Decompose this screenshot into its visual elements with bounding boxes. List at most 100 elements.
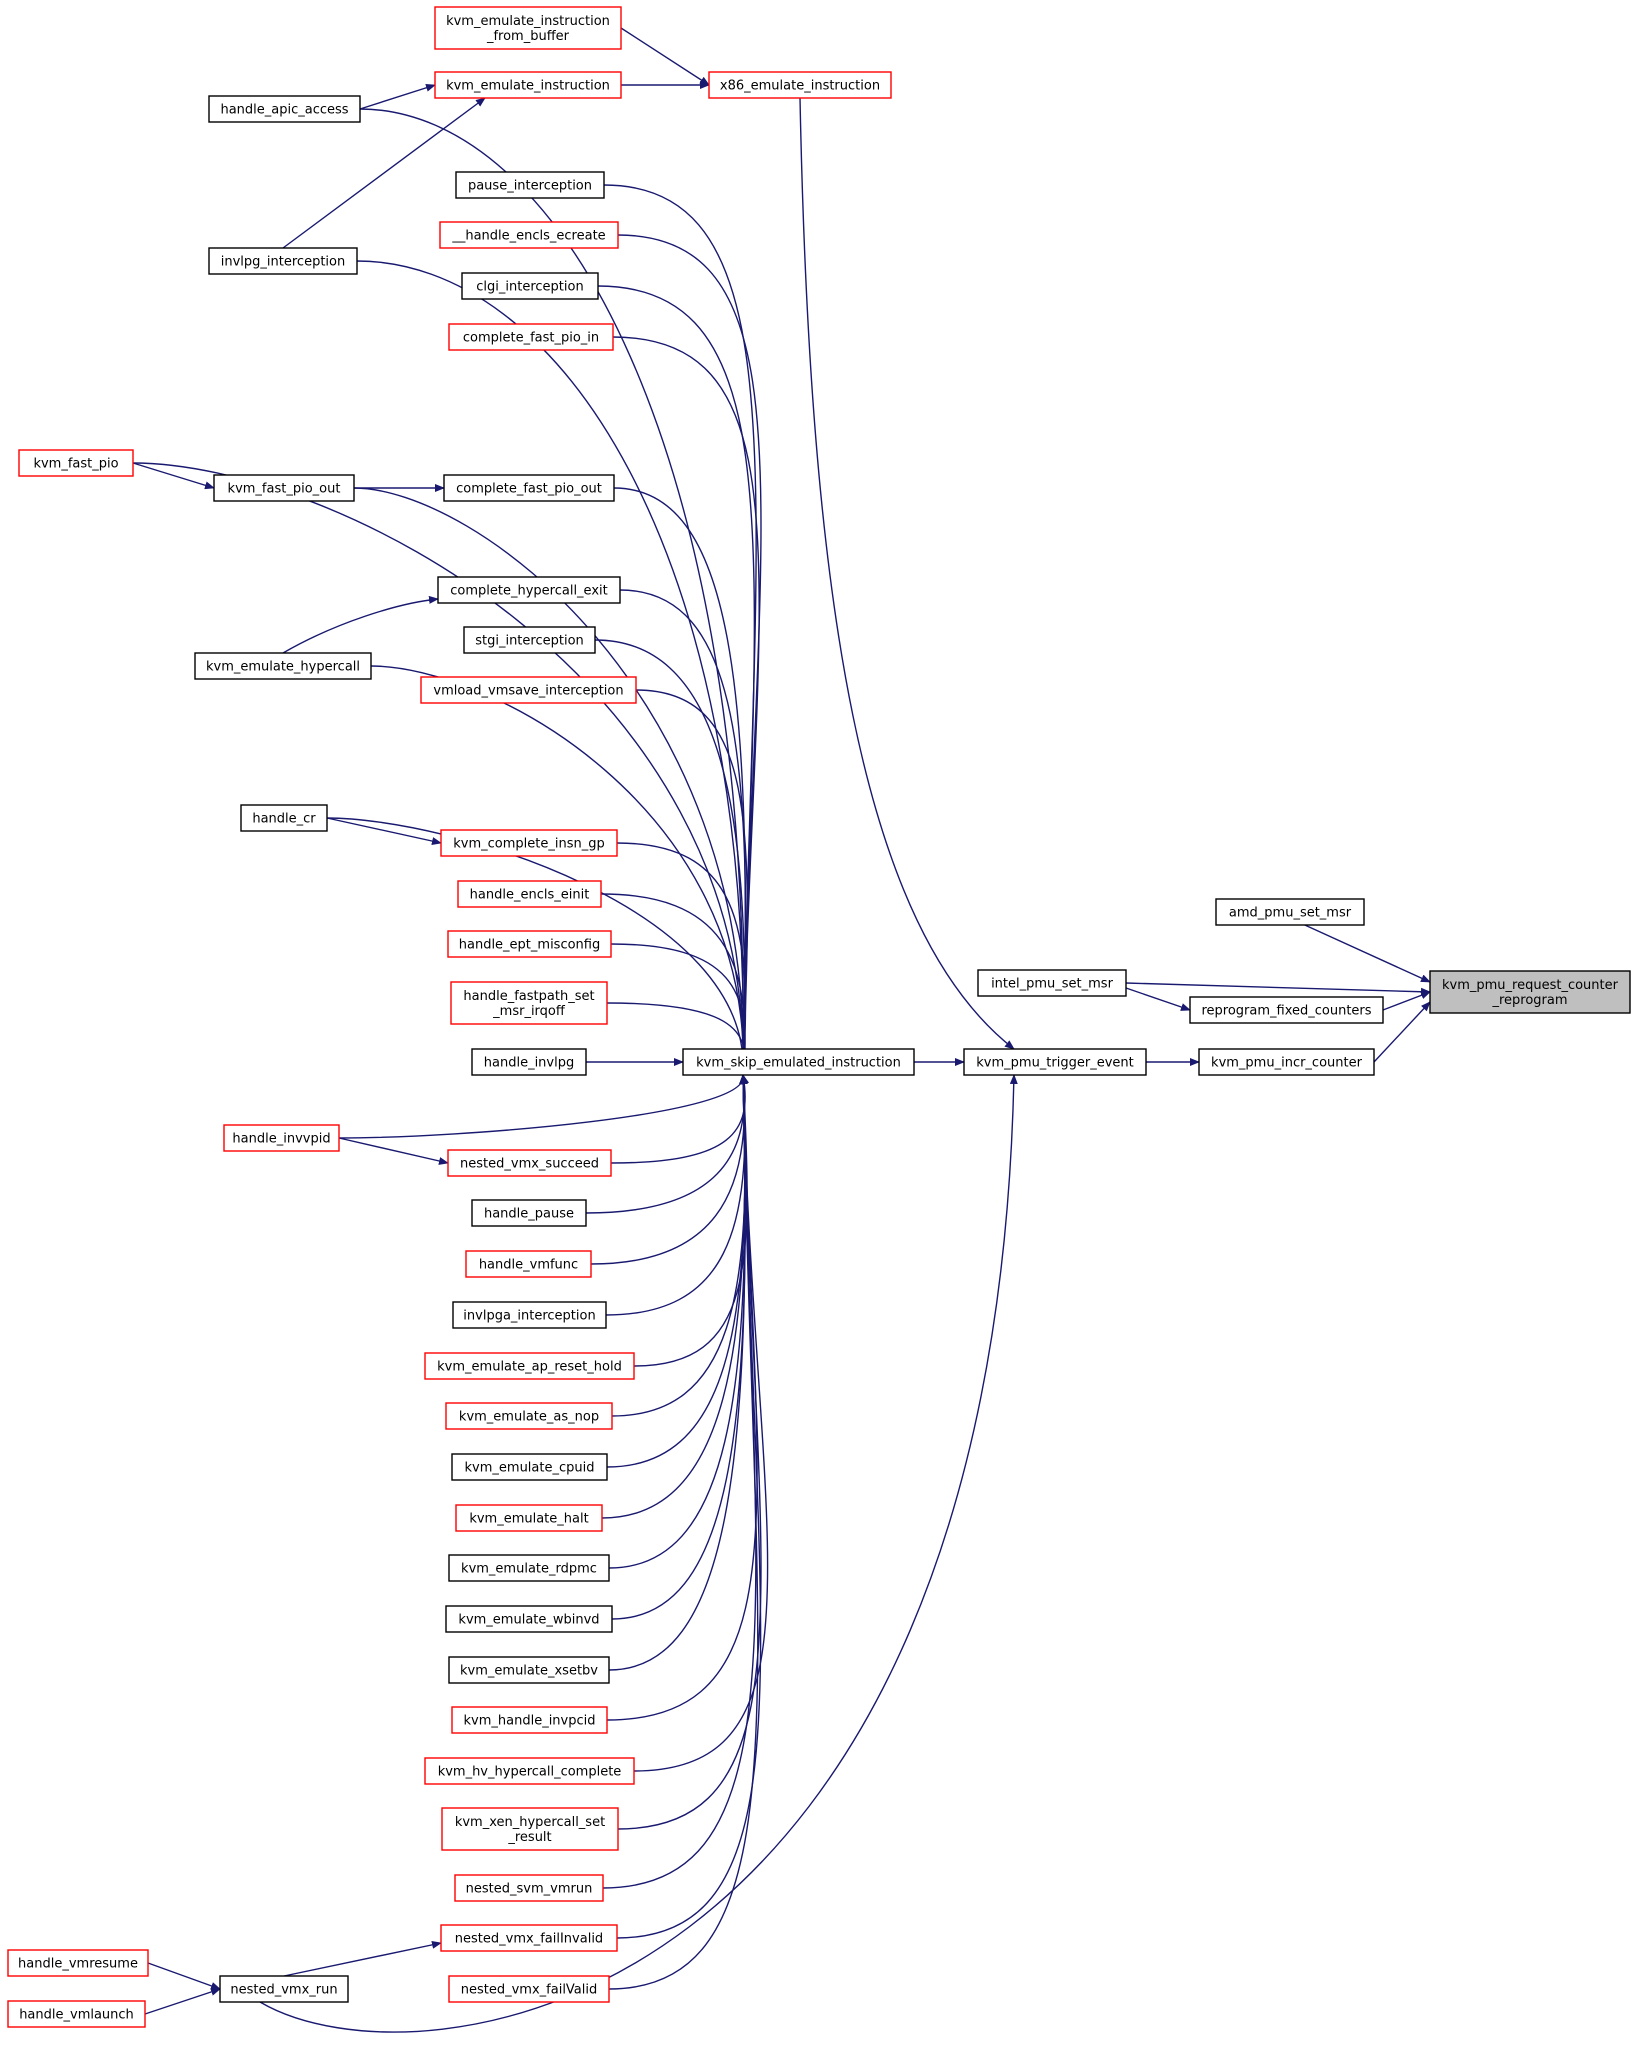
node-box xyxy=(424,1757,635,1785)
node-label: handle_cr xyxy=(252,812,316,827)
node-kvm-complete-insn-gp[interactable]: kvm_complete_insn_gp xyxy=(440,829,618,857)
edge-vmload-vmsave-interception-to-kvm-skip-emulated-instruction xyxy=(635,689,749,1076)
node-handle-encls-ecreate[interactable]: __handle_encls_ecreate xyxy=(439,221,619,249)
node-complete-fast-pio-in[interactable]: complete_fast_pio_in xyxy=(448,323,614,351)
node-invlpg-interception[interactable]: invlpg_interception xyxy=(208,247,358,275)
node-target[interactable]: kvm_pmu_request_counter_reprogram xyxy=(1429,970,1631,1014)
node-handle-invlpg[interactable]: handle_invlpg xyxy=(471,1048,587,1076)
node-handle-vmfunc[interactable]: handle_vmfunc xyxy=(465,1250,592,1278)
edge-complete-hypercall-exit-to-kvm-skip-emulated-instruction xyxy=(619,589,748,1076)
node-label: _result xyxy=(507,1830,551,1845)
node-label: kvm_pmu_trigger_event xyxy=(976,1056,1133,1071)
node-amd-pmu-set-msr[interactable]: amd_pmu_set_msr xyxy=(1215,898,1365,926)
node-nested-vmx-run[interactable]: nested_vmx_run xyxy=(219,1975,349,2003)
node-handle-apic-access[interactable]: handle_apic_access xyxy=(208,95,361,123)
node-box xyxy=(445,1605,613,1633)
edge-nested-vmx-run-to-nested-vmx-failInvalid xyxy=(283,1940,442,1977)
node-handle-vmlaunch[interactable]: handle_vmlaunch xyxy=(7,2000,146,2028)
node-invlpga-interception[interactable]: invlpga_interception xyxy=(452,1301,607,1329)
node-kvm-emulate-wbinvd[interactable]: kvm_emulate_wbinvd xyxy=(445,1605,613,1633)
edge-kvm-emulate-hypercall-to-kvm-skip-emulated-instruction xyxy=(370,665,748,1076)
edge-handle-apic-access-to-kvm-skip-emulated-instruction xyxy=(359,108,748,1076)
node-kvm-emulate-xsetbv[interactable]: kvm_emulate_xsetbv xyxy=(448,1656,610,1684)
node-label: x86_emulate_instruction xyxy=(720,79,880,94)
node-kvm-pmu-incr-counter[interactable]: kvm_pmu_incr_counter xyxy=(1198,1048,1375,1076)
node-handle-vmresume[interactable]: handle_vmresume xyxy=(7,1949,149,1977)
node-kvm-emulate-halt[interactable]: kvm_emulate_halt xyxy=(455,1504,603,1532)
node-box xyxy=(424,1352,635,1380)
node-label: _msr_irqoff xyxy=(492,1004,566,1019)
node-box xyxy=(445,1402,613,1430)
edge-handle-vmlaunch-to-nested-vmx-run xyxy=(144,1988,221,2015)
node-complete-hypercall-exit[interactable]: complete_hypercall_exit xyxy=(437,576,621,604)
node-box xyxy=(450,981,608,1025)
edge-handle-invvpid-to-kvm-skip-emulated-instruction xyxy=(338,1074,749,1139)
node-clgi-interception[interactable]: clgi_interception xyxy=(461,272,599,300)
node-label: nested_vmx_run xyxy=(230,1983,337,1998)
node-kvm-xen-hypercall-set-result[interactable]: kvm_xen_hypercall_set_result xyxy=(441,1807,619,1851)
node-kvm-fast-pio[interactable]: kvm_fast_pio xyxy=(18,449,134,477)
node-nested-vmx-failValid[interactable]: nested_vmx_failValid xyxy=(448,1975,610,2003)
node-kvm-fast-pio-out[interactable]: kvm_fast_pio_out xyxy=(213,474,355,502)
node-handle-pause[interactable]: handle_pause xyxy=(471,1199,587,1227)
edge-x86-emulate-instruction-to-kvm-pmu-trigger-event xyxy=(799,97,1015,1050)
node-label: kvm_fast_pio_out xyxy=(228,482,341,497)
node-nested-vmx-succeed[interactable]: nested_vmx_succeed xyxy=(447,1149,612,1177)
node-label: handle_fastpath_set xyxy=(463,989,594,1004)
node-handle-encls-einit[interactable]: handle_encls_einit xyxy=(457,880,602,908)
node-handle-cr[interactable]: handle_cr xyxy=(240,804,328,832)
node-handle-ept-misconfig[interactable]: handle_ept_misconfig xyxy=(447,930,612,958)
node-box xyxy=(18,449,134,477)
node-box xyxy=(682,1048,915,1076)
node-label: handle_encls_einit xyxy=(470,888,590,903)
node-vmload-vmsave-interception[interactable]: vmload_vmsave_interception xyxy=(420,676,637,704)
node-kvm-emulate-ap-reset-hold[interactable]: kvm_emulate_ap_reset_hold xyxy=(424,1352,635,1380)
node-label: kvm_xen_hypercall_set xyxy=(455,1815,605,1830)
node-box xyxy=(443,474,615,502)
node-box xyxy=(208,247,358,275)
node-kvm-skip-emulated-instruction[interactable]: kvm_skip_emulated_instruction xyxy=(682,1048,915,1076)
node-box xyxy=(448,1975,610,2003)
node-label: complete_hypercall_exit xyxy=(450,584,607,599)
node-intel-pmu-set-msr[interactable]: intel_pmu_set_msr xyxy=(977,969,1127,997)
node-kvm-pmu-trigger-event[interactable]: kvm_pmu_trigger_event xyxy=(963,1048,1147,1076)
node-kvm-emulate-instruction[interactable]: kvm_emulate_instruction xyxy=(434,71,622,99)
node-pause-interception[interactable]: pause_interception xyxy=(455,171,605,199)
edge-handle-vmresume-to-nested-vmx-run xyxy=(147,1962,221,1990)
edge-nested-vmx-succeed-to-kvm-skip-emulated-instruction xyxy=(610,1074,749,1164)
node-kvm-emulate-as-nop[interactable]: kvm_emulate_as_nop xyxy=(445,1402,613,1430)
node-label: kvm_complete_insn_gp xyxy=(453,837,604,852)
node-kvm-emulate-instruction-from-buffer[interactable]: kvm_emulate_instruction_from_buffer xyxy=(434,6,622,50)
node-handle-fastpath-set-msr-irqoff[interactable]: handle_fastpath_set_msr_irqoff xyxy=(450,981,608,1025)
node-label: handle_vmresume xyxy=(18,1957,138,1972)
edge-complete-fast-pio-in-to-kvm-skip-emulated-instruction xyxy=(612,336,760,1076)
edge-kvm-handle-invpcid-to-kvm-skip-emulated-instruction xyxy=(606,1074,758,1721)
node-box xyxy=(471,1199,587,1227)
node-label: kvm_pmu_request_counter xyxy=(1442,978,1619,993)
node-label: vmload_vmsave_interception xyxy=(433,684,623,699)
node-box xyxy=(441,1807,619,1851)
edge-kvm-fast-pio-to-kvm-fast-pio-out xyxy=(132,462,215,490)
node-reprogram-fixed-counters[interactable]: reprogram_fixed_counters xyxy=(1189,996,1384,1024)
node-box xyxy=(1215,898,1365,926)
node-kvm-emulate-cpuid[interactable]: kvm_emulate_cpuid xyxy=(451,1453,608,1481)
node-complete-fast-pio-out[interactable]: complete_fast_pio_out xyxy=(443,474,615,502)
node-box xyxy=(240,804,328,832)
node-stgi-interception[interactable]: stgi_interception xyxy=(463,626,596,654)
node-nested-vmx-failInvalid[interactable]: nested_vmx_failInvalid xyxy=(440,1924,618,1952)
edge-amd-pmu-set-msr-to-target xyxy=(1304,924,1431,983)
node-x86-emulate-instruction[interactable]: x86_emulate_instruction xyxy=(708,71,892,99)
node-kvm-hv-hypercall-complete[interactable]: kvm_hv_hypercall_complete xyxy=(424,1757,635,1785)
node-kvm-emulate-rdpmc[interactable]: kvm_emulate_rdpmc xyxy=(448,1554,610,1582)
node-kvm-handle-invpcid[interactable]: kvm_handle_invpcid xyxy=(451,1706,608,1734)
node-handle-invvpid[interactable]: handle_invvpid xyxy=(223,1124,340,1152)
node-label: handle_apic_access xyxy=(220,103,348,118)
node-nested-svm-vmrun[interactable]: nested_svm_vmrun xyxy=(454,1874,604,1902)
node-kvm-emulate-hypercall[interactable]: kvm_emulate_hypercall xyxy=(194,652,372,680)
node-label: handle_vmfunc xyxy=(479,1258,578,1273)
edge-handle-invvpid-to-nested-vmx-succeed xyxy=(338,1137,449,1165)
node-box xyxy=(1189,996,1384,1024)
edge-handle-encls-einit-to-kvm-skip-emulated-instruction xyxy=(600,893,748,1076)
edge-intel-pmu-set-msr-to-target xyxy=(1125,982,1431,996)
